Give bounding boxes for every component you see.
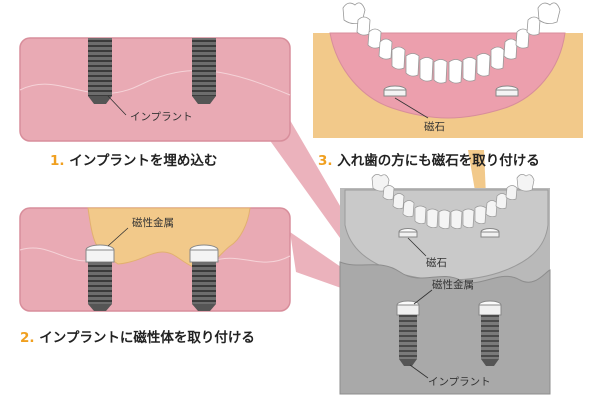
panel-step2: 磁性金属 bbox=[19, 207, 291, 312]
step2-caption: 2. インプラントに磁性体を取り付ける bbox=[20, 326, 255, 346]
gray-implant-right bbox=[478, 300, 502, 366]
implant-right bbox=[192, 38, 216, 104]
leader-implant-4 bbox=[409, 364, 429, 379]
step3-number: 3. bbox=[318, 153, 333, 169]
leader-magnetic-metal-4 bbox=[413, 289, 433, 305]
label-magnetic-metal-4: 磁性金属 bbox=[432, 278, 474, 291]
label-magnetic-metal-2: 磁性金属 bbox=[132, 216, 174, 229]
leader-magnetic-metal-2 bbox=[107, 227, 129, 247]
implant-with-magnet-left bbox=[85, 244, 115, 311]
label-magnet-4: 磁石 bbox=[426, 256, 447, 269]
label-implant-1: インプラント bbox=[130, 111, 193, 123]
magnet-left-3 bbox=[383, 85, 407, 97]
label-implant-4: インプラント bbox=[428, 376, 491, 388]
gray-implant-left bbox=[396, 300, 420, 366]
panel-step3: 磁石 bbox=[313, 2, 583, 138]
implant-left bbox=[88, 38, 112, 104]
step3-caption: 3. 入れ歯の方にも磁石を取り付ける bbox=[318, 149, 540, 169]
step2-number: 2. bbox=[20, 330, 35, 346]
gray-teeth bbox=[371, 174, 535, 230]
gray-magnet-right bbox=[480, 228, 500, 238]
step1-number: 1. bbox=[50, 153, 65, 169]
leader-implant-1 bbox=[107, 95, 127, 116]
gray-magnet-left bbox=[398, 228, 418, 238]
denture-teeth-top bbox=[342, 2, 561, 84]
label-magnet-3: 磁石 bbox=[424, 120, 445, 133]
implant-with-magnet-right bbox=[189, 244, 219, 311]
panel-step1: インプラント bbox=[19, 37, 291, 142]
step1-caption: 1. インプラントを埋め込む bbox=[50, 149, 217, 169]
panel-assembled: 磁石 磁性金属 インプラント bbox=[339, 174, 551, 395]
leader-magnet-4 bbox=[407, 237, 427, 257]
step1-text: インプラントを埋め込む bbox=[64, 153, 218, 169]
step3-text: 入れ歯の方にも磁石を取り付ける bbox=[332, 153, 540, 169]
step2-text: インプラントに磁性体を取り付ける bbox=[34, 330, 255, 346]
leader-magnet-3 bbox=[394, 97, 429, 119]
magnet-right-3 bbox=[495, 85, 519, 97]
